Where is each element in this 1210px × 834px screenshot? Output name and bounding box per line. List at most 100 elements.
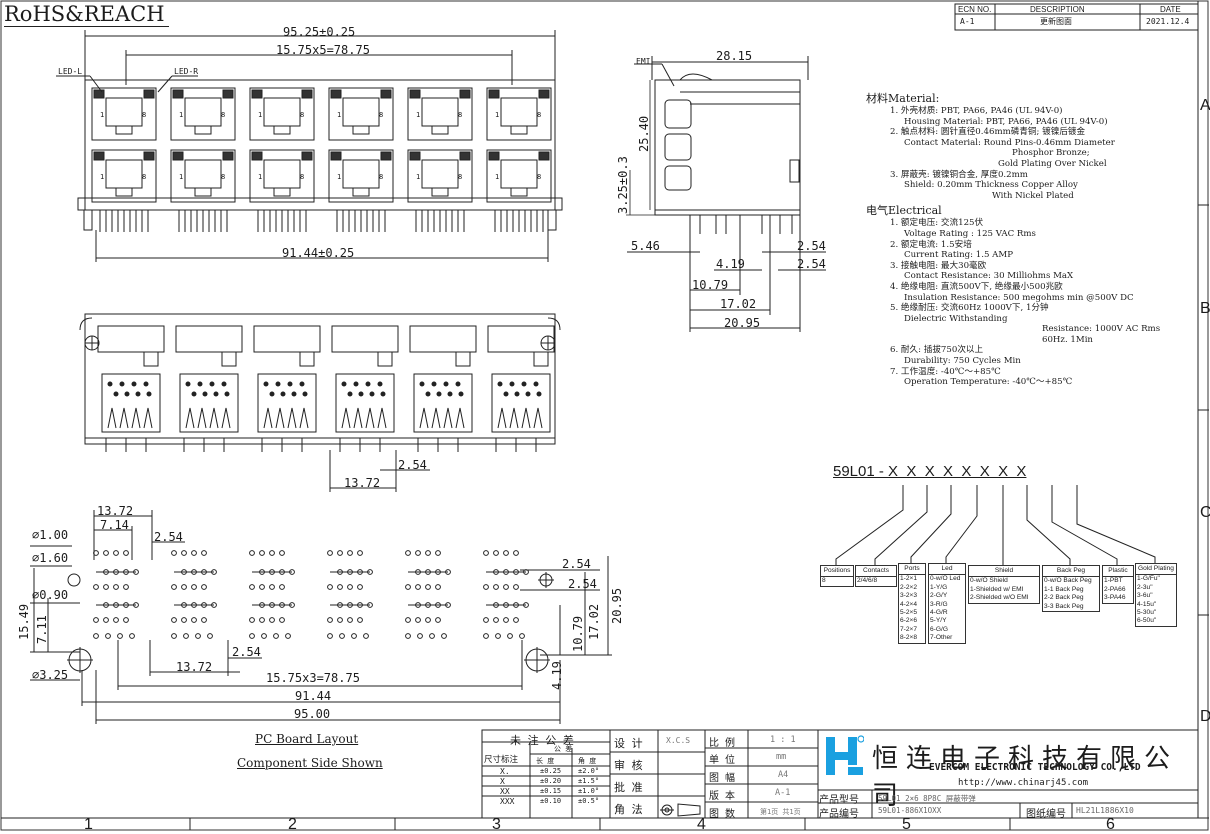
electrical-line: Operation Temperature: -40℃～+85℃	[904, 377, 1073, 388]
port-pin-last-label: 8	[142, 173, 147, 181]
dim-total-width: 95.25±0.25	[283, 25, 356, 39]
dim-side-4-19: 4.19	[716, 257, 745, 271]
dim-pcb-13-72-top: 13.72	[97, 504, 134, 518]
port-pin-first-label: 1	[416, 111, 421, 119]
dim-pcb-7-14: 7.14	[100, 518, 129, 532]
dim-pcb-2-54-right-a: 2.54	[562, 557, 591, 571]
electrical-line: 2. 额定电流: 1.5安培	[890, 239, 972, 250]
material-line: 2. 触点材料: 圆针直径0.46mm磷青铜; 镀镍后镀金	[890, 127, 1086, 138]
port-pin-last-label: 8	[142, 111, 147, 119]
option-title: Contacts	[856, 566, 896, 578]
electrical-line: 5. 绝缘耐压: 交流60Hz 1000V下, 1分钟	[890, 303, 1049, 314]
model-label: 产品型号	[819, 795, 859, 806]
electrical-line: Current Rating: 1.5 AMP	[904, 250, 1013, 261]
size-value: A4	[778, 770, 789, 780]
rev-header-description: DESCRIPTION	[1030, 5, 1085, 14]
option-value: 0-w/O Led	[930, 575, 961, 583]
dim-pcb-95-00: 95.00	[294, 707, 331, 721]
company-logo: H	[824, 733, 865, 779]
tol-row-class: XXX	[500, 797, 515, 806]
port-pin-last-label: 8	[379, 173, 384, 181]
dim-pcb-pitch: 15.75x3=78.75	[266, 671, 360, 685]
approve-label: 批 准	[614, 781, 643, 794]
dim-diameter-1-60: ⌀1.60	[32, 551, 69, 565]
option-value: 8-2×8	[900, 634, 918, 642]
tol-row-length: ±0.25	[540, 767, 562, 775]
port-pin-last-label: 8	[221, 111, 226, 119]
company-url[interactable]: http://www.chinarj45.com	[958, 778, 1089, 788]
option-value: 3-2×3	[900, 592, 918, 600]
port-pin-first-label: 1	[495, 111, 500, 119]
port-pin-first-label: 1	[179, 173, 184, 181]
option-value: 3-R/G	[930, 600, 948, 608]
tol-row-angle: ±1.5°	[578, 777, 600, 785]
option-value: 2-PA66	[1104, 585, 1126, 593]
option-value: 4-2×4	[900, 600, 918, 608]
tol-col-dimension: 尺寸标注	[484, 755, 519, 765]
company-name-en: EVERCOM ELECTRONIC TECHNOLOGY CO.,LTD	[929, 762, 1141, 773]
electrical-line: 4. 绝缘电阻: 直流500V下, 绝缘最小500兆欧	[890, 281, 1063, 292]
dim-side-20-95: 20.95	[724, 316, 761, 330]
material-notes: 材料Material: 1. 外壳材质: PBT, PA66, PA46 (UL…	[866, 92, 1176, 388]
company-name-cn: 恒连电子科技有限公司	[872, 744, 1179, 811]
tol-row-length: ±0.10	[540, 797, 562, 805]
zone-col-5: 5	[902, 816, 911, 833]
scale-value: 1 : 1	[770, 735, 796, 745]
dim-pcb-2-54-bottom: 2.54	[232, 645, 261, 659]
projection-label: 角 法	[614, 803, 643, 816]
electrical-line: Contact Resistance: 30 Milliohms MaX	[904, 271, 1074, 282]
dim-pcb-7-11: 7.11	[35, 615, 49, 644]
zone-col-1: 1	[84, 816, 93, 833]
option-value: 5-30u"	[1137, 609, 1157, 617]
option-title: Plastic	[1103, 566, 1133, 578]
option-value: 7-Other	[930, 634, 953, 642]
electrical-line: Durability: 750 Cycles Min	[904, 356, 1021, 367]
part-number-code: 59L01 - X X X X X X X X	[833, 463, 1027, 480]
tol-row-class: XX	[500, 787, 510, 796]
zone-col-3: 3	[492, 816, 501, 833]
rev-ecn: A-1	[960, 17, 975, 26]
port-pin-last-label: 8	[379, 111, 384, 119]
electrical-line: Resistance: 1000V AC Rms 60Hz. 1Min	[1042, 324, 1161, 345]
option-value: 6-2×6	[900, 617, 918, 625]
dim-pcb-20-95: 20.95	[610, 587, 624, 624]
pcb-caption-layout: PC Board Layout	[255, 732, 359, 746]
drawing-number-label: 图纸编号	[1026, 809, 1066, 820]
drawing-number-value: HL21L1886X10	[1076, 806, 1134, 815]
option-value: 4-15u"	[1137, 600, 1157, 608]
tol-row-angle: ±1.0°	[578, 787, 600, 795]
tol-row-class: X	[500, 777, 505, 786]
version-label: 版 本	[709, 791, 736, 802]
dim-pcb-13-72-bottom: 13.72	[176, 660, 213, 674]
option-title: Back Peg	[1043, 566, 1099, 578]
option-title: Led	[929, 564, 965, 576]
zone-col-6: 6	[1106, 816, 1115, 833]
product-code-label: 产品编号	[819, 809, 859, 820]
unit-label: 单 位	[709, 755, 736, 766]
option-value: 1-PBT	[1104, 577, 1123, 585]
dim-pcb-2-54-right-b: 2.54	[568, 577, 597, 591]
option-value: 0-w/O Back Peg	[1044, 577, 1092, 585]
dim-height: 25.40	[637, 115, 651, 152]
zone-row-a: A	[1200, 97, 1210, 114]
zone-row-d: D	[1200, 708, 1210, 725]
option-value: 2-3u"	[1137, 583, 1153, 591]
port-pin-last-label: 8	[300, 111, 305, 119]
port-pin-last-label: 8	[537, 173, 542, 181]
port-pin-first-label: 1	[100, 111, 105, 119]
logo-mark	[826, 735, 865, 775]
option-value: 2-G/Y	[930, 592, 948, 600]
dim-pcb-91-44: 91.44	[295, 689, 332, 703]
dim-standoff: 3.25±0.3	[616, 156, 630, 214]
tolerance-header: 未 注 公 差	[510, 734, 574, 747]
label-led-right: LED-R	[174, 67, 199, 76]
tol-col-length: 长 度	[536, 757, 555, 765]
option-value: 4-G/R	[930, 609, 948, 617]
tol-row-angle: ±2.0°	[578, 767, 600, 775]
